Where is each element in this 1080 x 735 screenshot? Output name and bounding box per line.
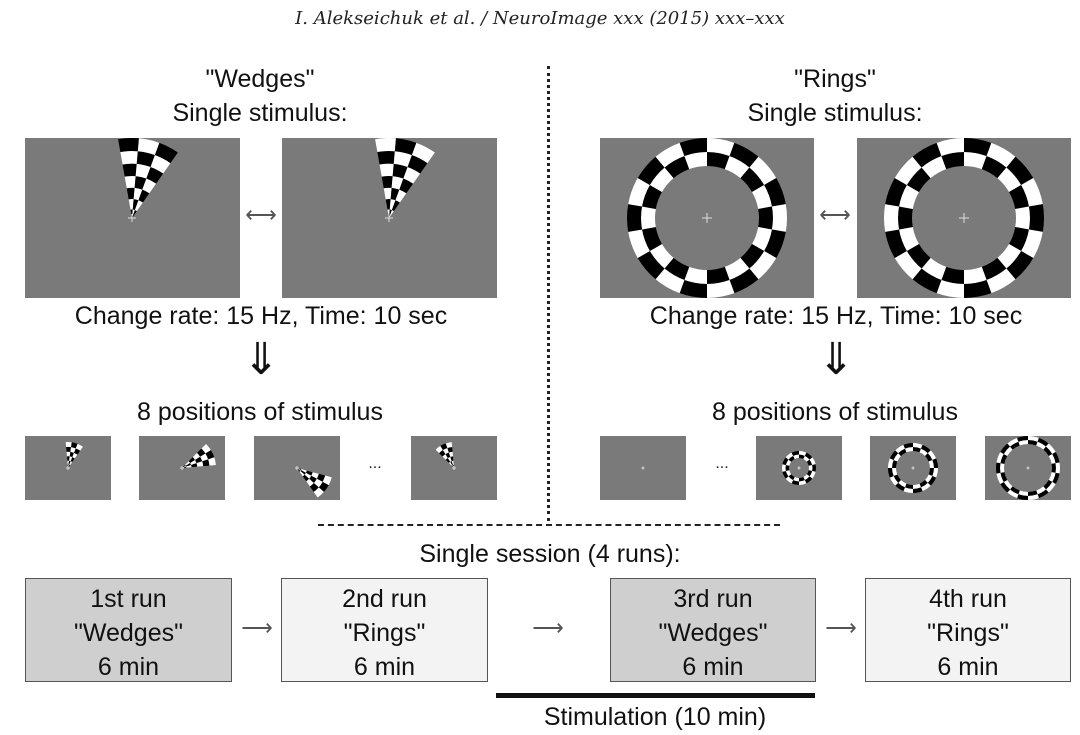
wedge-position-thumb: [139, 436, 225, 500]
wedges-title-line1: "Wedges": [205, 65, 315, 93]
stimulation-bar: [496, 693, 815, 698]
run-number: 3rd run: [673, 585, 753, 613]
ring-position-thumb: [985, 436, 1071, 500]
ellipsis: ...: [368, 455, 382, 472]
rings-title: "Rings" Single stimulus:: [705, 62, 965, 130]
run-number: 4th run: [929, 585, 1007, 613]
wedge-stimulus-panel-a: [25, 138, 240, 298]
session-title: Single session (4 runs):: [419, 540, 681, 568]
rings-change-rate: Change rate: 15 Hz, Time: 10 sec: [649, 302, 1023, 330]
wedge-stimulus-panel-b: [282, 138, 497, 298]
run-number: 2nd run: [342, 585, 427, 613]
run-duration: 6 min: [353, 653, 416, 681]
right-arrow-icon: ⟶: [241, 615, 273, 640]
ring-stimulus-panel-a: [600, 138, 814, 298]
run-number: 1st run: [90, 585, 167, 613]
down-arrow-icon: ⇓: [817, 335, 855, 384]
run-duration: 6 min: [937, 653, 999, 681]
ring-position-thumb: [600, 436, 686, 500]
ellipsis: ...: [715, 455, 729, 472]
vertical-divider: [547, 66, 550, 521]
run-box-2: 2nd run "Rings" 6 min: [281, 578, 488, 682]
swap-arrow-icon: ⟷: [245, 202, 277, 227]
run-stimulus: "Rings": [927, 619, 1009, 647]
wedge-stimulus-b: [375, 138, 435, 222]
down-arrow-icon: ⇓: [242, 335, 280, 384]
run-duration: 6 min: [682, 653, 744, 681]
ring-stimulus-a: [627, 138, 787, 298]
wedges-change-rate: Change rate: 15 Hz, Time: 10 sec: [74, 302, 448, 330]
wedges-title: "Wedges" Single stimulus:: [130, 62, 390, 130]
stimulation-label: Stimulation (10 min): [543, 703, 767, 731]
horizontal-divider: [318, 524, 780, 526]
wedges-title-line2: Single stimulus:: [172, 99, 348, 127]
ring-stimulus-b: [884, 138, 1044, 298]
rings-positions-label: 8 positions of stimulus: [712, 398, 958, 426]
wedge-position-thumb: [411, 436, 497, 500]
run-stimulus: "Wedges": [73, 619, 183, 647]
swap-arrow-icon: ⟷: [819, 202, 851, 227]
ring-stimulus-panel-b: [857, 138, 1071, 298]
ring-position-thumb: [870, 436, 956, 500]
run-stimulus: "Rings": [343, 619, 426, 647]
right-arrow-icon: ⟶: [532, 615, 564, 640]
run-box-1: 1st run "Wedges" 6 min: [25, 578, 232, 682]
wedge-position-thumb: [25, 436, 111, 500]
run-duration: 6 min: [97, 653, 160, 681]
wedges-positions-label: 8 positions of stimulus: [137, 398, 383, 426]
rings-title-line1: "Rings": [794, 65, 876, 93]
run-box-3: 3rd run "Wedges" 6 min: [610, 578, 816, 682]
run-stimulus: "Wedges": [658, 619, 768, 647]
right-arrow-icon: ⟶: [825, 615, 857, 640]
ring-position-thumb: [756, 436, 842, 500]
journal-header: I. Alekseichuk et al. / NeuroImage xxx (…: [295, 8, 785, 29]
run-box-4: 4th run "Rings" 6 min: [865, 578, 1071, 682]
wedge-position-thumb: [254, 436, 340, 500]
rings-title-line2: Single stimulus:: [747, 99, 923, 127]
wedge-stimulus-a: [118, 138, 178, 222]
